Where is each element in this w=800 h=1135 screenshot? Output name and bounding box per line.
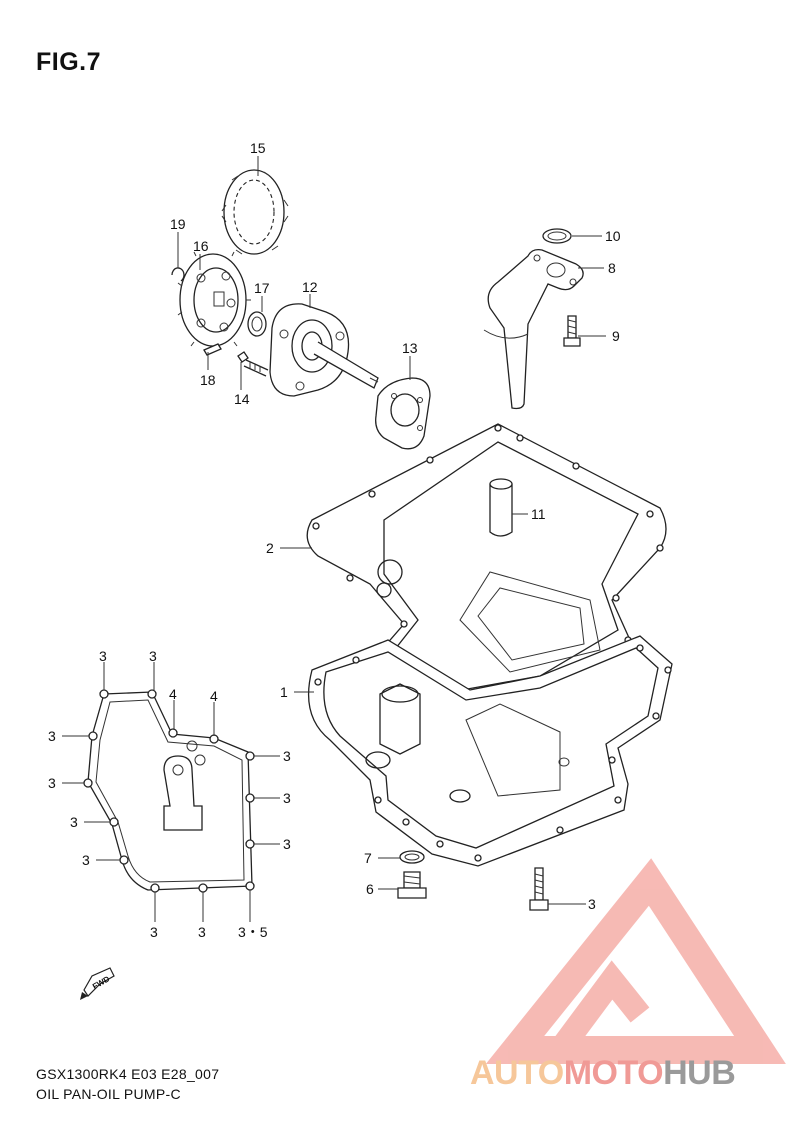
callout-11: 11 (531, 506, 546, 522)
callout-8: 8 (608, 260, 616, 276)
part-17-washer (247, 311, 267, 337)
callout-4-b: 4 (210, 688, 218, 704)
part-19-circlip (171, 267, 185, 282)
watermark-brand-text: AUTOMOTOHUB (470, 1054, 736, 1093)
bolt-layout-diagram (83, 689, 255, 893)
figure-title: FIG.7 (36, 48, 102, 76)
callout-1: 1 (280, 684, 288, 700)
callout-10: 10 (605, 228, 621, 244)
callout-9: 9 (612, 328, 620, 344)
part-6-drain-plug (397, 871, 427, 899)
part-16-sprocket (177, 251, 251, 347)
model-code-caption: GSX1300RK4 E03 E28_007 (36, 1066, 220, 1082)
callout-3-d: 3 (48, 775, 56, 791)
callout-18: 18 (200, 372, 216, 388)
part-13-gasket (375, 377, 431, 450)
callout-14: 14 (234, 391, 250, 407)
callout-3-g: 3 (283, 748, 291, 764)
callout-3-c: 3 (48, 728, 56, 744)
part-11-dowel-pin (489, 478, 513, 537)
callout-3-j: 3 (150, 924, 158, 940)
callout-3-a: 3 (99, 648, 107, 664)
callout-3-bolt: 3 (588, 896, 596, 912)
part-12-oil-pump (269, 303, 379, 397)
brand-part-moto: MOTO (563, 1054, 664, 1092)
callout-16: 16 (193, 238, 209, 254)
callout-13: 13 (402, 340, 418, 356)
callout-12: 12 (302, 279, 318, 295)
callout-3-e: 3 (70, 814, 78, 830)
callout-3-k: 3 (198, 924, 206, 940)
part-9-bolt (563, 315, 581, 347)
callout-3-f: 3 (82, 852, 90, 868)
part-14-bolt (237, 351, 269, 377)
callout-3-b: 3 (149, 648, 157, 664)
callout-3-i: 3 (283, 836, 291, 852)
callout-15: 15 (250, 140, 266, 156)
part-8-oil-strainer (483, 248, 584, 410)
callout-3-5: 3・5 (238, 924, 268, 940)
part-7-washer (399, 850, 425, 864)
callout-7: 7 (364, 850, 372, 866)
part-3-bolt (529, 867, 549, 911)
forward-arrow-icon: FWD (80, 967, 115, 1000)
callout-17: 17 (254, 280, 270, 296)
part-1-oil-pan (307, 571, 673, 867)
callout-19: 19 (170, 216, 186, 232)
callout-2: 2 (266, 540, 274, 556)
part-10-o-ring (542, 228, 572, 244)
part-15-drive-gear (221, 169, 289, 255)
callout-6: 6 (366, 881, 374, 897)
diagram-name-caption: OIL PAN-OIL PUMP-C (36, 1086, 181, 1102)
watermark-logo (485, 858, 786, 1064)
callout-3-h: 3 (283, 790, 291, 806)
leader-lines (62, 156, 606, 922)
callout-labels: 15 19 16 17 12 13 18 14 10 8 9 11 2 1 7 … (48, 140, 621, 940)
brand-part-hub: HUB (663, 1054, 736, 1092)
callout-4-a: 4 (169, 686, 177, 702)
brand-part-auto: AUTO (470, 1054, 564, 1092)
